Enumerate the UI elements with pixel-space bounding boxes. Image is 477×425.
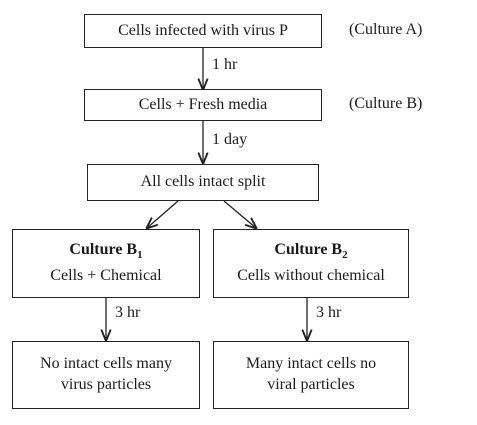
arrow-split-to-b2 xyxy=(223,200,256,228)
box-infected-cells-text: Cells infected with virus P xyxy=(118,21,288,39)
culture-b1-text: Cells + Chemical xyxy=(50,267,162,284)
result-b1-line2: virus particles xyxy=(60,376,152,393)
culture-b2-title-main: Culture B xyxy=(274,241,343,259)
box-culture-b1: Culture B1 Cells + Chemical xyxy=(12,229,200,298)
culture-b1-title-main: Culture B xyxy=(69,241,138,259)
culture-b2-text: Cells without chemical xyxy=(237,267,385,284)
box-result-b1: No intact cells many virus particles xyxy=(12,341,200,409)
box-culture-b2: Culture B2 Cells without chemical xyxy=(213,229,409,298)
result-b2-line1: Many intact cells no xyxy=(245,355,377,373)
culture-b1-title-sub: 1 xyxy=(137,249,143,262)
box-infected-cells: Cells infected with virus P xyxy=(84,14,322,48)
box-split-text: All cells intact split xyxy=(140,173,266,191)
culture-b1-title: Culture B1 xyxy=(69,240,142,261)
box-split: All cells intact split xyxy=(87,164,319,201)
arrow-label-b2-3hr: 3 hr xyxy=(316,304,342,321)
label-culture-a: (Culture A) xyxy=(349,21,423,38)
result-b1-line1: No intact cells many xyxy=(40,355,172,373)
result-b2-line2: viral particles xyxy=(267,376,355,393)
arrow-label-b1-3hr: 3 hr xyxy=(115,304,141,321)
arrow-label-1day: 1 day xyxy=(212,131,248,148)
box-fresh-media: Cells + Fresh media xyxy=(84,89,322,121)
arrow-split-to-b1 xyxy=(147,200,179,228)
box-result-b2: Many intact cells no viral particles xyxy=(213,341,409,409)
label-culture-b: (Culture B) xyxy=(349,95,423,112)
arrow-label-1hr: 1 hr xyxy=(212,56,238,73)
culture-b2-title: Culture B2 xyxy=(274,240,347,261)
culture-b2-title-sub: 2 xyxy=(342,249,348,262)
box-fresh-media-text: Cells + Fresh media xyxy=(138,95,268,113)
